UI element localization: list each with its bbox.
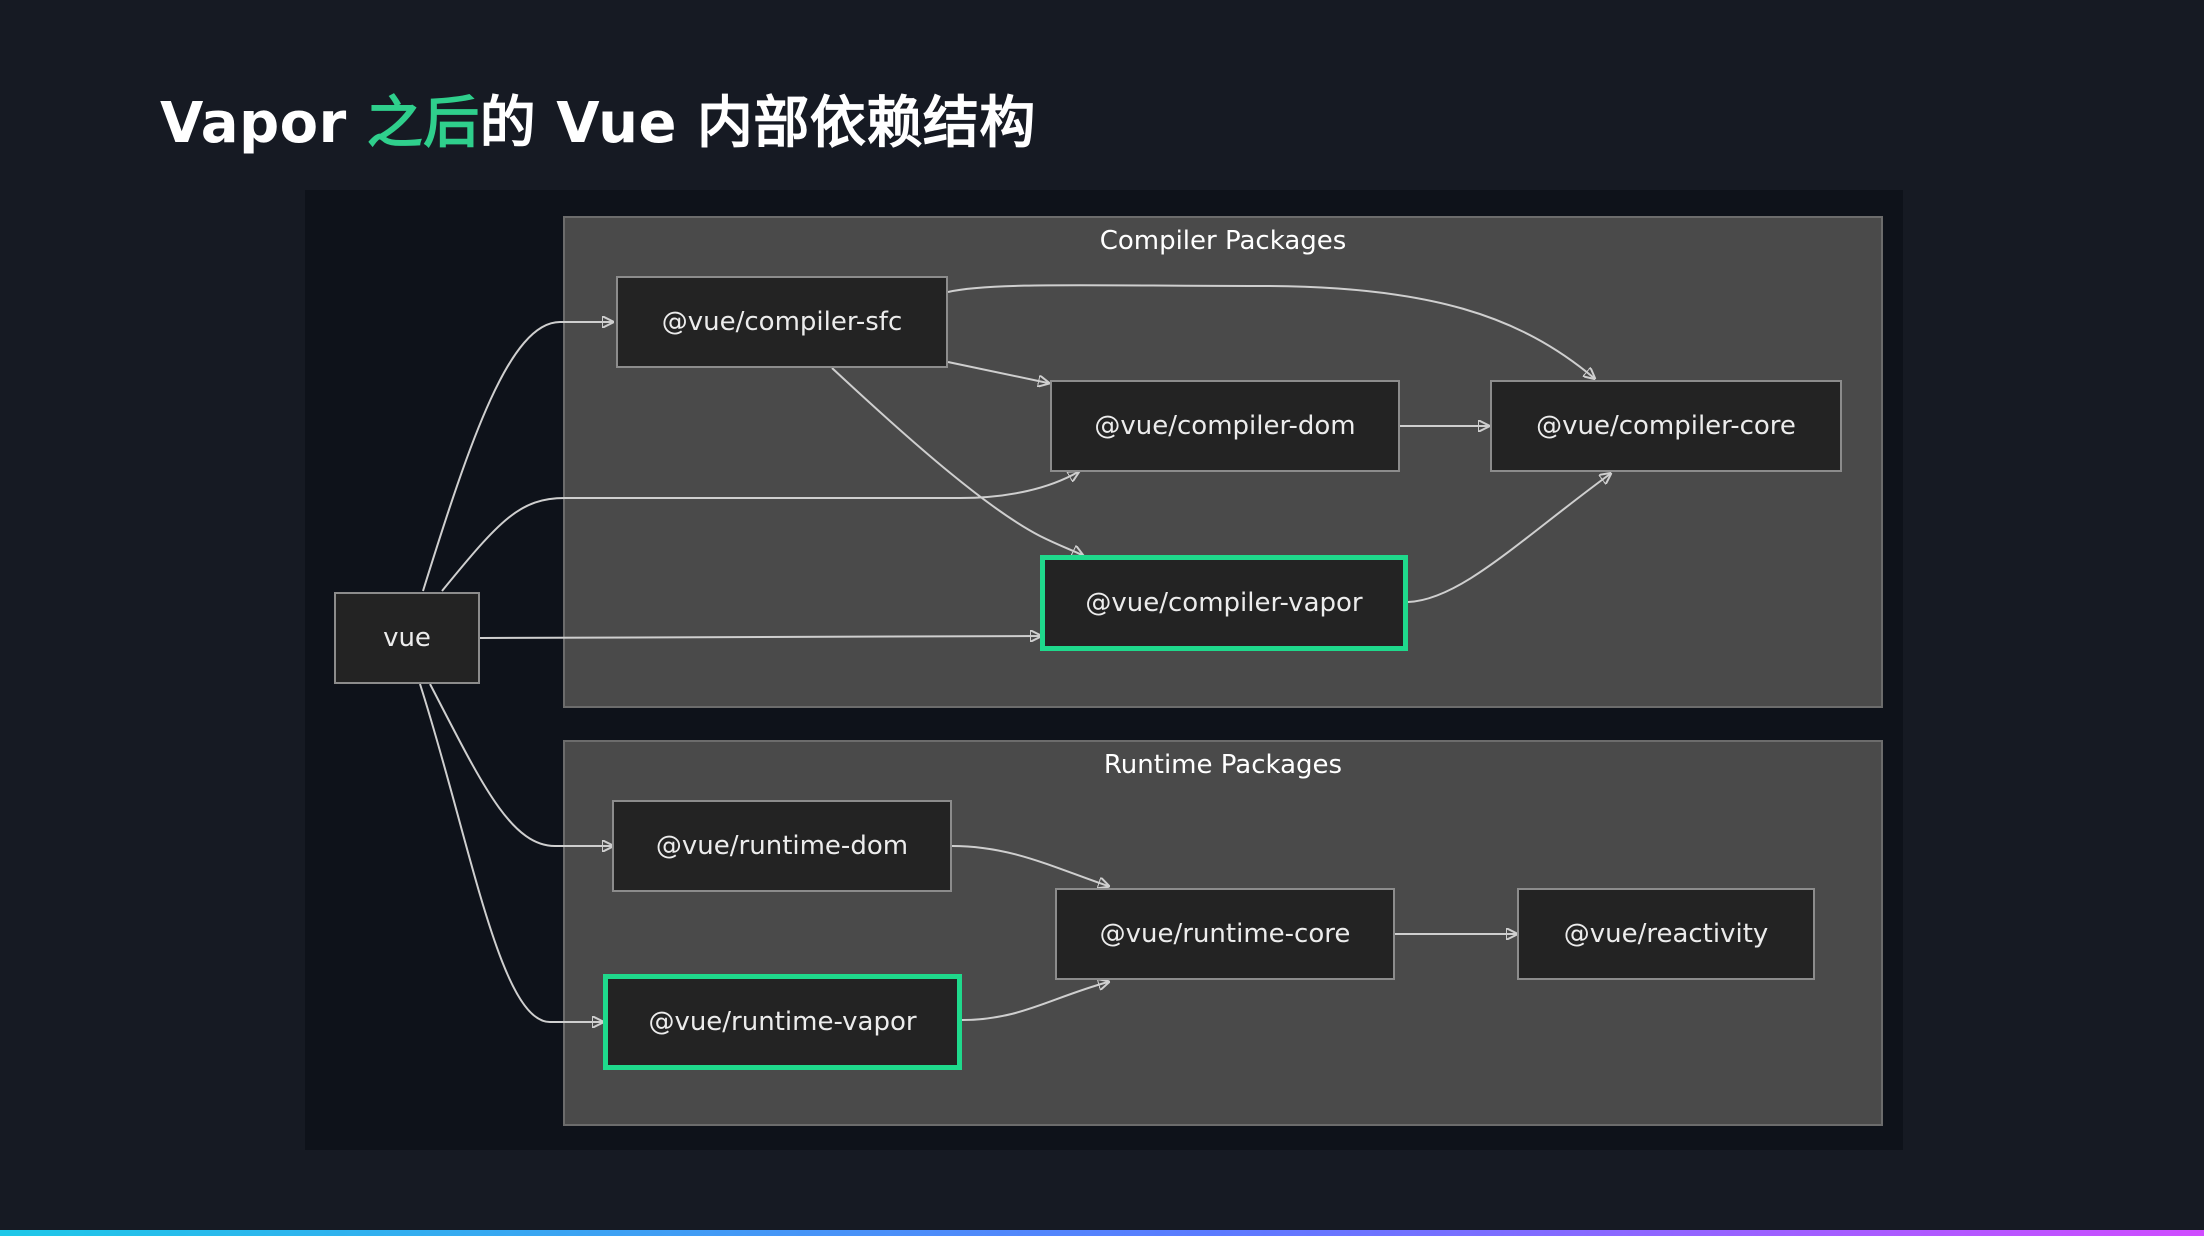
node-compiler-vapor: @vue/compiler-vapor bbox=[1040, 555, 1408, 651]
edge-vue-compiler-sfc bbox=[422, 322, 612, 592]
edge-compiler-vapor-compiler-core bbox=[1407, 474, 1610, 603]
edge-compiler-sfc-compiler-vapor bbox=[831, 367, 1082, 555]
node-runtime-vapor: @vue/runtime-vapor bbox=[603, 974, 962, 1070]
edge-vue-runtime-vapor bbox=[419, 683, 602, 1022]
title-part2: 的 Vue 内部依赖结构 bbox=[479, 91, 1036, 156]
edge-vue-compiler-dom bbox=[441, 472, 1078, 592]
node-runtime-core: @vue/runtime-core bbox=[1055, 888, 1395, 980]
edge-vue-runtime-dom bbox=[429, 683, 612, 846]
compiler-packages-label: Compiler Packages bbox=[1099, 226, 1347, 256]
node-compiler-core: @vue/compiler-core bbox=[1490, 380, 1842, 472]
node-vue: vue bbox=[334, 592, 480, 684]
node-compiler-dom: @vue/compiler-dom bbox=[1050, 380, 1400, 472]
node-runtime-dom: @vue/runtime-dom bbox=[612, 800, 952, 892]
edge-vue-compiler-vapor bbox=[479, 636, 1040, 638]
node-compiler-sfc: @vue/compiler-sfc bbox=[616, 276, 948, 368]
edge-compiler-sfc-compiler-core bbox=[947, 284, 1594, 378]
page-title: Vapor 之后的 Vue 内部依赖结构 bbox=[160, 78, 1036, 159]
runtime-packages-label: Runtime Packages bbox=[1103, 750, 1343, 780]
title-part1: Vapor bbox=[160, 91, 367, 156]
bottom-gradient-bar bbox=[0, 1230, 2204, 1236]
edge-runtime-vapor-runtime-core bbox=[961, 982, 1108, 1021]
edge-runtime-dom-runtime-core bbox=[951, 845, 1108, 886]
title-accent: 之后 bbox=[366, 91, 480, 156]
node-reactivity: @vue/reactivity bbox=[1517, 888, 1815, 980]
edge-compiler-sfc-compiler-dom bbox=[947, 361, 1048, 383]
